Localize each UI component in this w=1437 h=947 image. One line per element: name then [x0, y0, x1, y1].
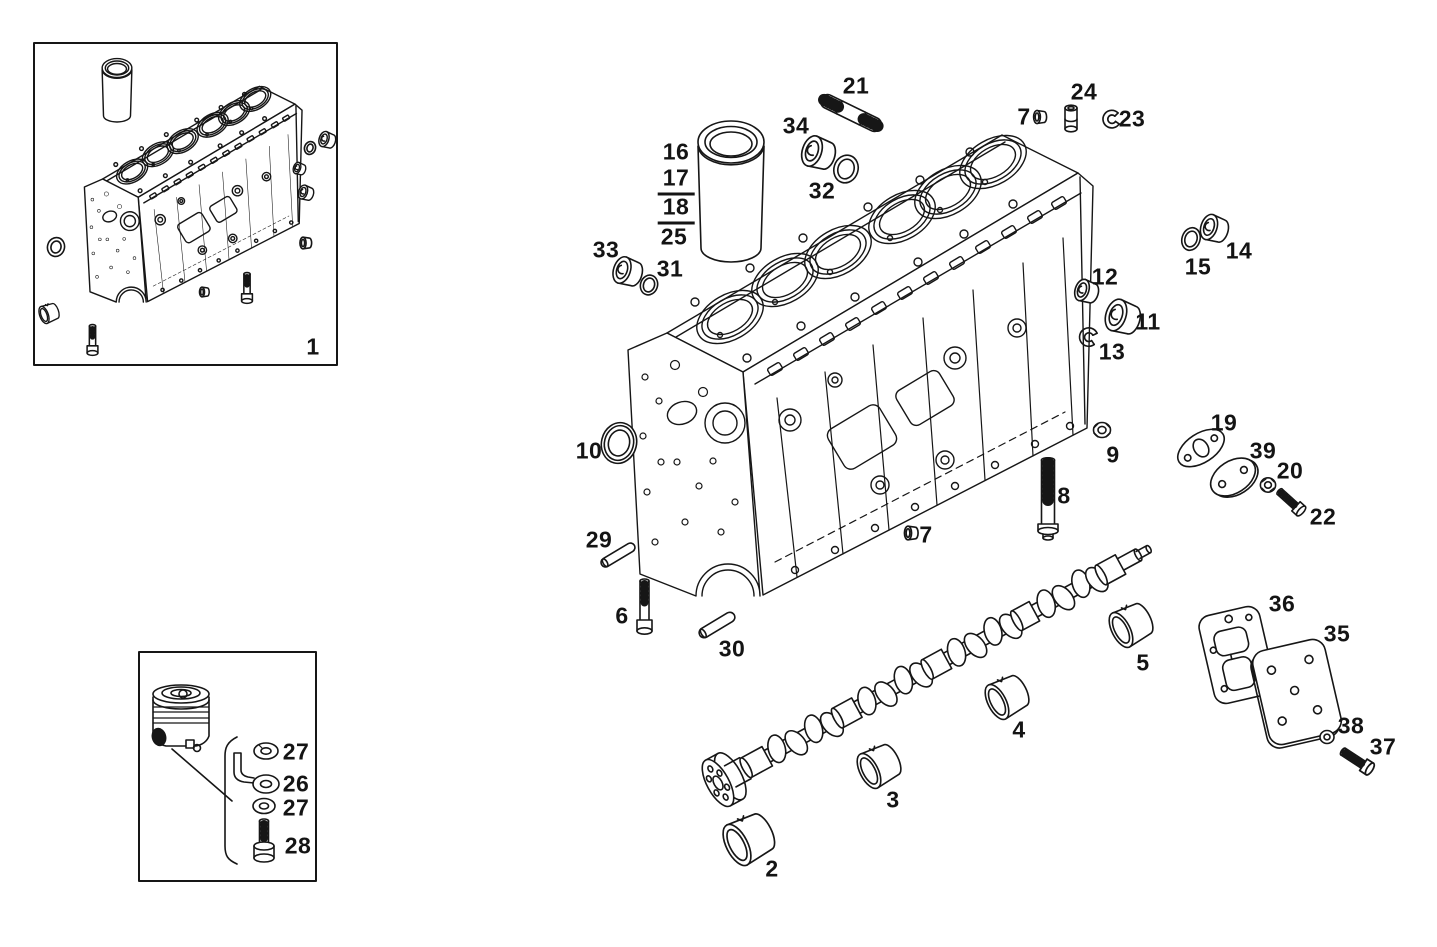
part-7-cup-plug-bottom — [903, 525, 919, 541]
callout-15: 15 — [1184, 253, 1212, 280]
group-bracket — [224, 736, 238, 865]
callout-18: 18 — [657, 195, 695, 225]
callout-6: 6 — [615, 602, 629, 629]
callout-38: 38 — [1337, 712, 1365, 739]
callout-3: 3 — [886, 786, 900, 813]
callout-13: 13 — [1098, 338, 1126, 365]
callout-32: 32 — [808, 177, 836, 204]
callout-2: 2 — [765, 855, 779, 882]
callout-10: 10 — [575, 437, 603, 464]
callout-7: 7 — [919, 521, 933, 548]
callout-7: 7 — [1017, 103, 1031, 130]
piston — [151, 684, 210, 753]
callout-19: 19 — [1210, 409, 1238, 436]
engine-block — [627, 123, 1094, 597]
part-20-washer — [1259, 477, 1277, 493]
callout-20: 20 — [1276, 457, 1304, 484]
callout-33: 33 — [592, 236, 620, 263]
part-8-stud — [1037, 456, 1059, 541]
part-10-seal-ring — [600, 421, 638, 465]
callout-9: 9 — [1106, 441, 1120, 468]
mini-cylinder-liner — [101, 57, 133, 123]
part-15-oring — [1180, 226, 1202, 252]
callout-27: 27 — [282, 738, 310, 765]
callout-4: 4 — [1012, 716, 1026, 743]
callout-5: 5 — [1136, 649, 1150, 676]
part-34-plug — [797, 132, 840, 174]
camshaft — [701, 544, 1153, 808]
part-9-nut — [1092, 421, 1112, 439]
mini-plug-group — [36, 129, 339, 355]
part-30-dowel-pin — [698, 611, 736, 639]
part-21-stud — [818, 93, 884, 133]
callout-28: 28 — [284, 832, 312, 859]
part-38-washer — [1319, 729, 1335, 745]
callout-27: 27 — [282, 794, 310, 821]
part-23-clip — [1102, 109, 1120, 129]
part-4-bushing — [979, 669, 1035, 724]
callout-22: 22 — [1309, 503, 1337, 530]
part-37-bolt — [1339, 747, 1376, 776]
callout-35: 35 — [1323, 620, 1351, 647]
callout-23: 23 — [1118, 105, 1146, 132]
callout-21: 21 — [842, 72, 870, 99]
part-28-bolt — [253, 818, 275, 863]
part-3-bushing — [851, 738, 907, 793]
part-24-plug — [1064, 104, 1078, 133]
part-6-bolt — [636, 578, 653, 635]
part-35-cover-plate — [1250, 638, 1343, 749]
leader-line — [171, 748, 233, 802]
part-7-cup-plug-top — [1032, 109, 1048, 125]
callout-1: 1 — [306, 333, 320, 360]
callout-12: 12 — [1091, 263, 1119, 290]
part-27-washer-upper — [253, 742, 279, 760]
callout-29: 29 — [585, 526, 613, 553]
callout-39: 39 — [1249, 437, 1277, 464]
inset-piston-group — [138, 651, 317, 882]
callout-30: 30 — [718, 635, 746, 662]
cylinder-liner — [697, 120, 765, 263]
callout-31: 31 — [656, 255, 684, 282]
callout-25: 25 — [660, 223, 688, 250]
part-27-washer-lower — [252, 797, 276, 815]
part-5-bushing — [1103, 597, 1159, 652]
inset-block-assembly — [33, 42, 339, 366]
part-22-bolt — [1276, 487, 1307, 517]
part-26-cooling-nozzle — [233, 752, 280, 794]
part-32-oring — [832, 154, 860, 184]
callout-8: 8 — [1057, 482, 1071, 509]
callout-24: 24 — [1070, 78, 1098, 105]
callout-16: 16 — [662, 138, 690, 165]
part-19-gasket — [1177, 428, 1225, 468]
callout-37: 37 — [1369, 733, 1397, 760]
part-31-oring — [639, 274, 659, 296]
callout-36: 36 — [1268, 590, 1296, 617]
callout-26: 26 — [282, 770, 310, 797]
part-39-cover-plate — [1209, 457, 1259, 499]
callout-34: 34 — [782, 112, 810, 139]
callout-11: 11 — [1135, 308, 1161, 335]
callout-17: 17 — [657, 166, 695, 196]
callout-14: 14 — [1225, 237, 1253, 264]
part-29-dowel-pin — [600, 542, 636, 568]
